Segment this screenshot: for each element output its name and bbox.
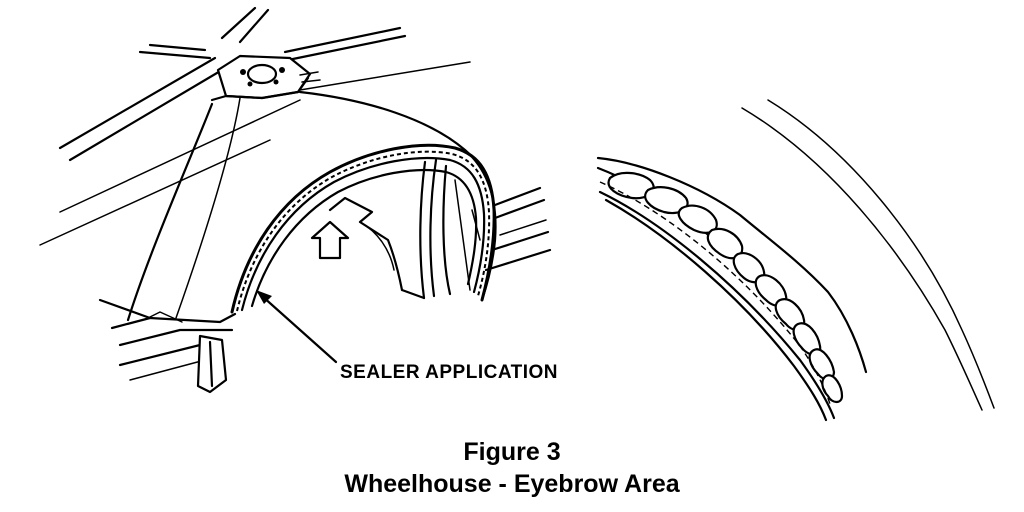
callout-label: SEALER APPLICATION — [340, 362, 558, 383]
sealer-detail-illustration — [596, 99, 995, 422]
forward-arrow-icon — [310, 220, 350, 260]
sealer-bead — [236, 150, 491, 312]
figure-title: Wheelhouse - Eyebrow Area — [344, 470, 680, 498]
figure-caption: Figure 3 Wheelhouse - Eyebrow Area — [0, 436, 1024, 500]
callout-arrowhead — [256, 290, 272, 304]
sealer-bead-detail — [607, 171, 844, 404]
callout-leader — [260, 294, 338, 364]
wheelhouse-illustration — [39, 6, 552, 394]
eyebrow-outer-edge — [230, 143, 496, 314]
figure-number: Figure 3 — [463, 438, 561, 466]
